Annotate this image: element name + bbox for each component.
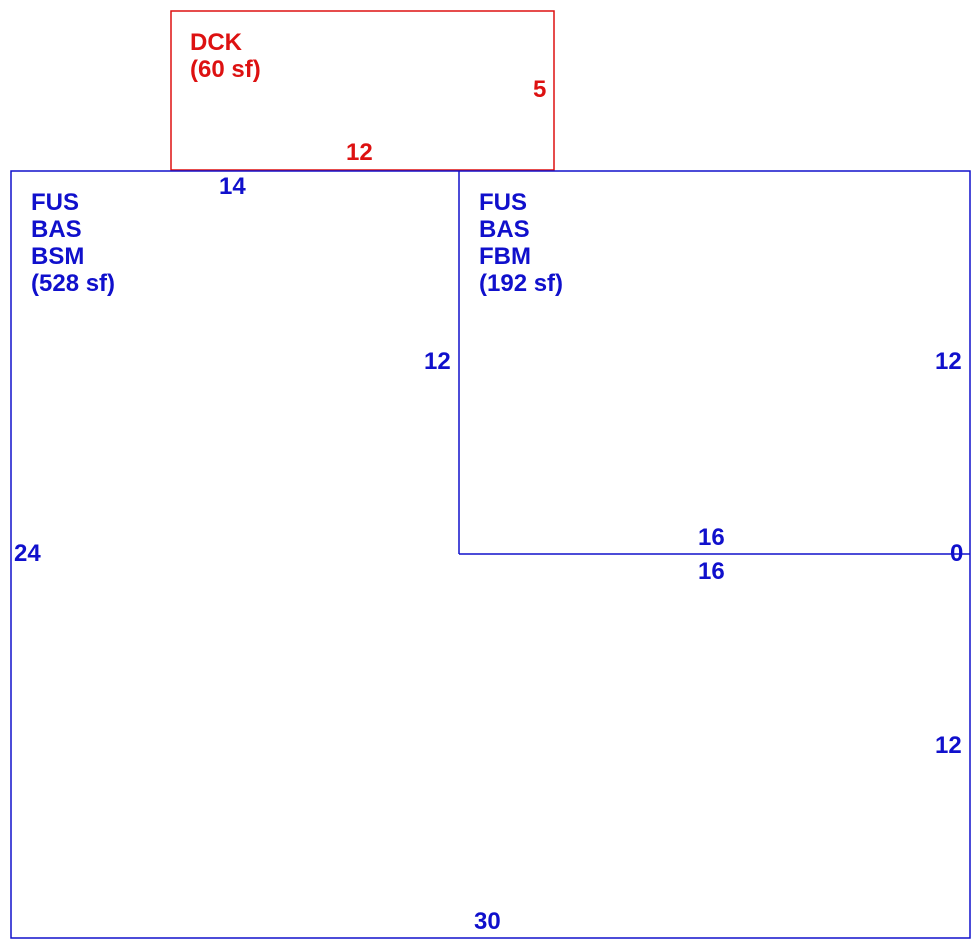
addition-code-label-1: FUS	[479, 189, 527, 216]
deck-code-label: DCK	[190, 29, 243, 56]
deck-dim-bottom: 12	[346, 139, 373, 166]
addition-dim-bottom-below: 16	[698, 558, 725, 585]
deck-area-label: (60 sf)	[190, 56, 261, 83]
addition-dim-right: 12	[935, 348, 962, 375]
deck-dim-right: 5	[533, 76, 546, 103]
main-dim-top: 14	[219, 173, 246, 200]
addition-code-label-3: FBM	[479, 243, 531, 270]
addition-area-label: (192 sf)	[479, 270, 563, 297]
main-dim-bottom: 30	[474, 908, 501, 935]
addition-dim-lower-right: 12	[935, 732, 962, 759]
deck-outline	[170, 10, 555, 171]
main-code-label-2: BAS	[31, 216, 82, 243]
addition-code-label-2: BAS	[479, 216, 530, 243]
main-code-label-1: FUS	[31, 189, 79, 216]
addition-dim-corner: 0	[950, 540, 963, 567]
main-dim-left: 24	[14, 540, 41, 567]
main-area-label: (528 sf)	[31, 270, 115, 297]
addition-dim-bottom-above: 16	[698, 524, 725, 551]
main-code-label-3: BSM	[31, 243, 84, 270]
main-dim-inner-right: 12	[424, 348, 451, 375]
